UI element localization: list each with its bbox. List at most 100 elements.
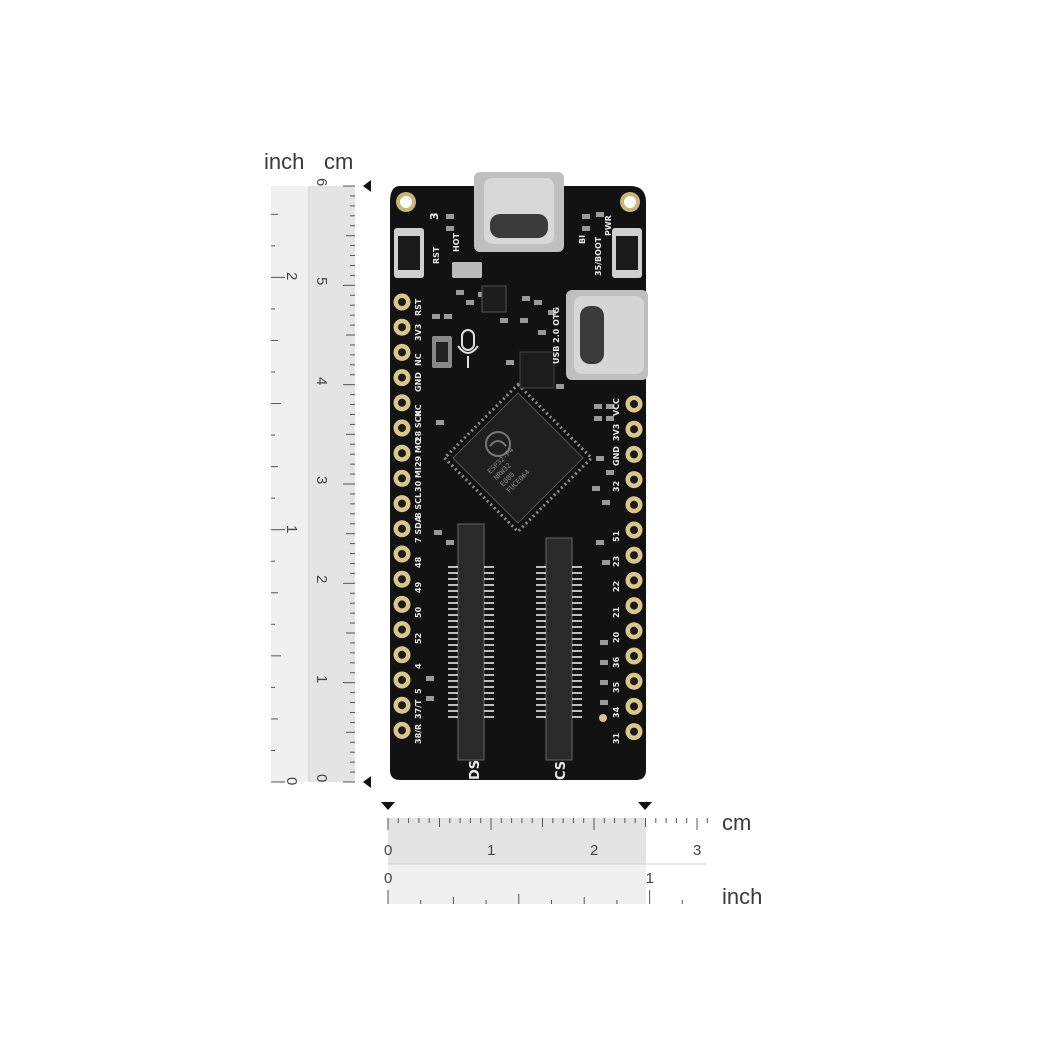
smd-component [596, 456, 604, 461]
smd-component [522, 296, 530, 301]
smd-component [456, 290, 464, 295]
test-pad [599, 714, 607, 722]
right-pin-label: 21 [612, 606, 621, 618]
smd-component [600, 640, 608, 645]
left-pin-label: NC [414, 353, 423, 367]
right-pin-label: 31 [612, 732, 621, 744]
smd-component [596, 540, 604, 545]
right-pin-label: 36 [612, 656, 621, 668]
vertical-inch-number: 2 [283, 272, 300, 281]
horizontal-cm-number: 1 [487, 842, 496, 859]
smd-component [426, 696, 434, 701]
horizontal-cm-number: 2 [590, 842, 599, 859]
left-pin-label: 30 MI [414, 467, 423, 493]
horizontal-cm-number: 3 [693, 842, 702, 859]
smd-components [426, 212, 614, 722]
left-marker-icon [381, 802, 395, 810]
right-header-pads [625, 395, 643, 741]
inch-scale-strip [271, 186, 309, 782]
smd-component [594, 416, 602, 421]
top-marker-icon [363, 180, 371, 192]
right-pin-label: 32 [612, 480, 621, 492]
vertical-cm-number: 1 [313, 674, 330, 683]
left-pin-label: 4 [414, 663, 423, 669]
cm-scale-strip-horizontal [388, 818, 646, 864]
smd-component [548, 310, 556, 315]
left-pin-label: 5 [414, 688, 423, 694]
smd-component [436, 420, 444, 425]
silk-cs: CS [554, 760, 569, 780]
vertical-ruler-ticks [271, 185, 355, 783]
vertical-cm-number: 3 [313, 476, 330, 485]
silk-ds: DS [468, 759, 483, 780]
smd-component [600, 680, 608, 685]
left-pin-label: GND [414, 371, 423, 392]
espressif-logo-icon [485, 431, 511, 457]
dev-board [390, 172, 648, 780]
regulator-chip [481, 285, 507, 313]
silk-boot: 35/BOOT [594, 236, 603, 276]
smd-component [534, 300, 542, 305]
smd-component [466, 300, 474, 305]
horizontal-inch-number: 1 [645, 870, 654, 887]
vertical-cm-number: 6 [313, 178, 330, 187]
silk-hot: HOT [452, 233, 461, 252]
right-pin-label: 20 [612, 631, 621, 643]
smd-component [596, 212, 604, 217]
left-pin-label: 7 SDA [414, 515, 423, 543]
bottom-marker-icon [363, 776, 371, 788]
smd-component [500, 318, 508, 323]
right-pin-label: GND [612, 446, 621, 467]
horizontal-ruler-cm-label: cm [722, 810, 752, 835]
right-marker-icon [638, 802, 652, 810]
vertical-ruler-inch-label: inch [264, 149, 305, 174]
smd-component [446, 214, 454, 219]
camera-fpc-connector [536, 537, 582, 761]
left-pin-label: 37/T [414, 699, 423, 720]
vertical-cm-number: 4 [313, 376, 330, 385]
smd-component [538, 330, 546, 335]
smd-component [600, 700, 608, 705]
vertical-inch-number: 1 [283, 524, 300, 534]
smd-component [602, 500, 610, 505]
left-pin-label: 29 MO [414, 438, 423, 468]
left-pin-label: 3V3 [414, 323, 423, 342]
right-pin-label: 3V3 [612, 423, 621, 442]
horizontal-ruler-ticks [387, 818, 708, 904]
left-pin-label: 8 SCL [414, 492, 423, 518]
left-pin-label: RST [414, 298, 423, 316]
right-pin-label: 34 [612, 707, 621, 719]
smd-component [594, 404, 602, 409]
smd-component [556, 384, 564, 389]
smd-component [520, 318, 528, 323]
left-header-pads [393, 293, 411, 739]
smd-component [582, 226, 590, 231]
right-pin-label: 51 [612, 530, 621, 542]
smd-component [506, 360, 514, 365]
smd-component [606, 470, 614, 475]
memory-chip [519, 351, 555, 389]
left-pin-label: 50 [414, 607, 423, 619]
left-pin-label: 49 [414, 582, 423, 594]
silk-three: 3 [428, 212, 441, 220]
silk-pwr: PWR [604, 215, 613, 236]
smd-component [600, 660, 608, 665]
smd-component [444, 314, 452, 319]
smd-component [606, 404, 614, 409]
smd-component [582, 214, 590, 219]
right-pin-label: VCC [612, 398, 621, 416]
vertical-ruler [271, 180, 371, 788]
horizontal-cm-number: 0 [384, 842, 393, 859]
inch-scale-strip-horizontal [388, 864, 646, 904]
smd-component [446, 226, 454, 231]
smd-component [446, 540, 454, 545]
vertical-inch-number: 0 [283, 777, 300, 786]
horizontal-ruler-inch-label: inch [722, 884, 763, 909]
smd-component [434, 530, 442, 535]
left-pin-label: 38/R [414, 724, 423, 745]
vertical-cm-number: 2 [313, 575, 330, 584]
silk-usb-otg: USB 2.0 OTG [552, 307, 561, 364]
silk-rst: RST [432, 246, 441, 264]
display-fpc-connector [448, 523, 494, 761]
